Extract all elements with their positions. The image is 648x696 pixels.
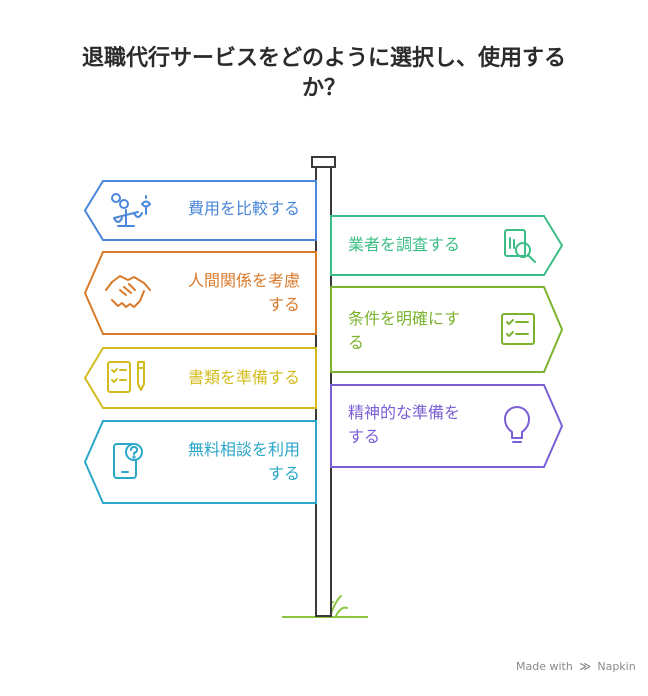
- sign-label-line-2: る: [348, 333, 365, 352]
- sign-shape: [83, 251, 317, 335]
- diagram-title: 退職代行サービスをどのように選択し、使用する か？: [20, 44, 628, 104]
- sign-label-line-1: 人間関係を考慮: [187, 271, 300, 290]
- sign-label-free-consultation: 無料相談を利用 する: [188, 438, 300, 486]
- sign-shape: [83, 420, 317, 504]
- sign-label-consider-relationships: 人間関係を考慮 する: [188, 269, 300, 317]
- sign-shape: [83, 180, 317, 241]
- sign-research-vendors: [330, 215, 564, 276]
- made-with-text: Made with: [516, 660, 573, 673]
- sign-label-clarify-conditions: 条件を明確にす る: [348, 307, 460, 355]
- brand-name: Napkin: [597, 660, 636, 673]
- sign-label-line-2: する: [267, 295, 300, 314]
- sign-free-consultation: [83, 420, 317, 504]
- sign-shape: [330, 384, 564, 468]
- sign-mental-preparation: [330, 384, 564, 468]
- sign-label-line-2: する: [267, 464, 300, 483]
- sign-label-research-vendors: 業者を調査する: [348, 235, 461, 254]
- lightbulb-icon: [504, 406, 530, 443]
- sign-label-line-2: する: [348, 427, 381, 446]
- scale-coins-icon: [111, 193, 152, 227]
- phone-question-icon: [113, 443, 143, 479]
- footer-attribution: Made with ≫ Napkin: [516, 660, 636, 673]
- document-pen-icon: [107, 361, 145, 393]
- sign-label-mental-preparation: 精神的な準備を する: [348, 401, 460, 449]
- sign-label-prepare-documents: 書類を準備する: [187, 368, 300, 387]
- title-line-1: 退職代行サービスをどのように選択し、使用する: [81, 46, 566, 71]
- search-document-icon: [504, 229, 536, 263]
- title-line-2: か？: [301, 76, 346, 101]
- handshake-icon: [105, 275, 151, 308]
- sign-compare-costs: [83, 180, 317, 241]
- sign-label-compare-costs: 費用を比較する: [187, 199, 300, 218]
- napkin-logo-icon: ≫: [579, 660, 591, 673]
- sign-label-line-1: 条件を明確にす: [348, 309, 461, 328]
- sign-shape: [330, 286, 564, 373]
- checklist-icon: [501, 313, 535, 345]
- signpost-cap: [311, 156, 336, 168]
- sign-label-line-1: 精神的な準備を: [348, 403, 461, 422]
- sign-label-line-1: 無料相談を利用: [187, 440, 300, 459]
- signpost-pole: [315, 165, 332, 617]
- sign-prepare-documents: [83, 347, 317, 409]
- sign-consider-relationships: [83, 251, 317, 335]
- sign-clarify-conditions: [330, 286, 564, 373]
